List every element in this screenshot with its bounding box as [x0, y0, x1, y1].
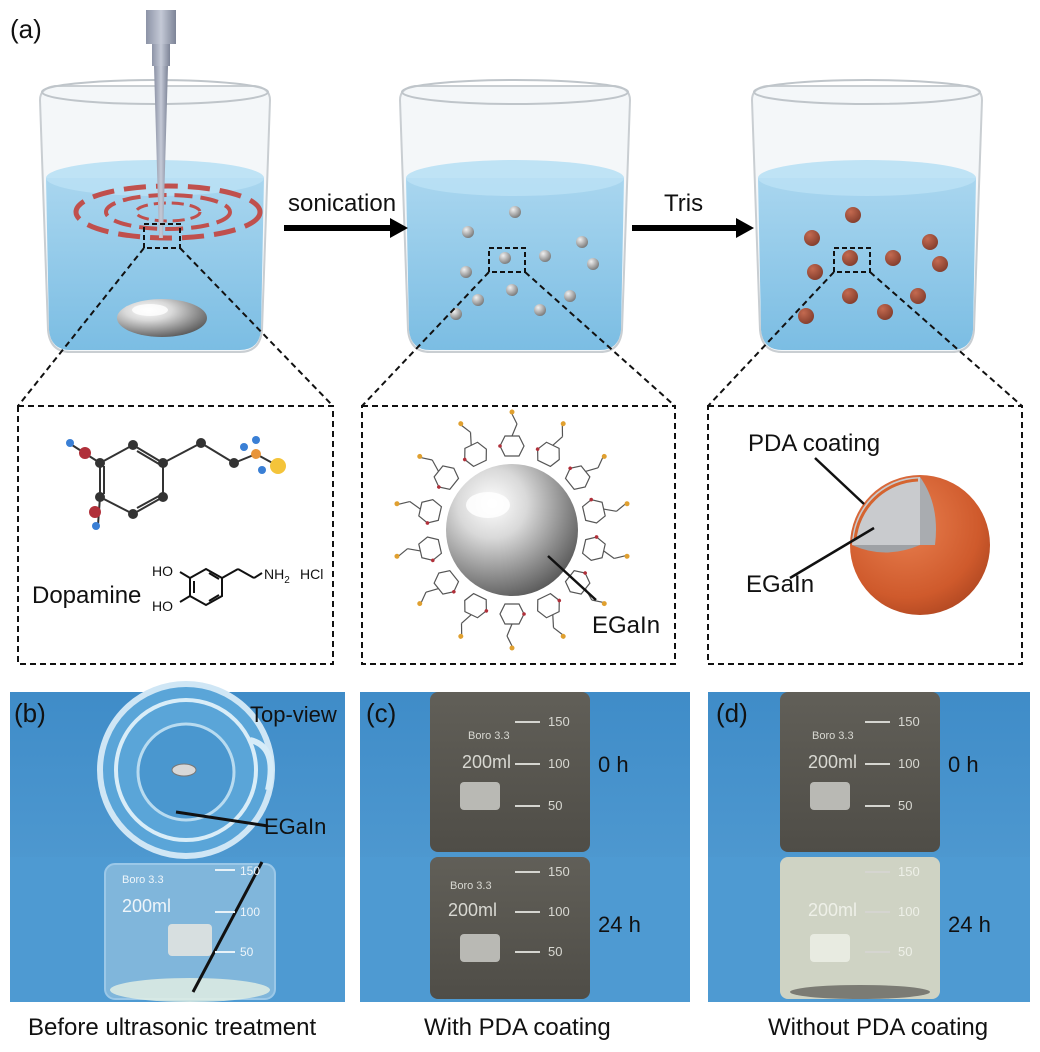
egain-label-photo: EGaIn [264, 814, 327, 839]
beaker-d-volume-top: 200ml [808, 752, 858, 772]
beaker-d-mark-100-bottom: 100 [898, 904, 920, 919]
photo-d [708, 692, 1030, 1002]
dopamine-structural-formula [179, 567, 263, 607]
beaker-2 [398, 79, 632, 353]
beaker-d-mark-150-bottom: 150 [898, 864, 920, 879]
ligand-molecule [394, 536, 443, 563]
beaker-c-boro-bottom: Boro 3.3 [450, 880, 492, 892]
caption-d: Without PDA coating [768, 1014, 989, 1041]
dopamine-label: Dopamine [32, 582, 142, 609]
egain-nanodroplets [450, 206, 599, 320]
photo-c [360, 692, 690, 1002]
beaker-b-mark-50: 50 [240, 945, 254, 959]
ligand-molecule [564, 453, 607, 490]
beaker-d-mark-50-top: 50 [898, 798, 913, 813]
time-label-c-top: 0 h [598, 752, 629, 777]
formula-hcl: HCl [300, 566, 324, 582]
ligand-molecule [537, 592, 566, 639]
sonication-label: sonication [288, 190, 397, 217]
pda-coating-label: PDA coating [748, 430, 881, 457]
beaker-b-mark-100: 100 [240, 905, 261, 919]
tris-arrow [632, 218, 754, 238]
pda-coating-pointer [814, 457, 865, 505]
time-label-c-bottom: 24 h [598, 912, 641, 937]
panel-label-d: (d) [716, 698, 748, 728]
ligand-molecule [394, 498, 443, 525]
formula-ho-top: HO [152, 563, 173, 579]
beaker-b-volume: 200ml [122, 896, 172, 916]
ligand-molecule [417, 570, 460, 607]
beaker-c-mark-100-top: 100 [548, 756, 570, 771]
photo-b [10, 681, 345, 1002]
beaker-c-mark-50-top: 50 [548, 798, 563, 813]
beaker-c-boro-top: Boro 3.3 [468, 730, 510, 742]
beaker-c-mark-150-top: 150 [548, 714, 570, 729]
zoom-lines [17, 247, 1023, 407]
inset-box-dopamine [17, 405, 334, 665]
egain-label-mid: EGaIn [592, 612, 661, 639]
beaker-c-mark-100-bottom: 100 [548, 904, 570, 919]
time-label-d-top: 0 h [948, 752, 979, 777]
panel-label-c: (c) [366, 698, 397, 728]
beaker-1 [38, 10, 272, 353]
egain-sphere-with-ligands [394, 409, 630, 651]
beaker-b-mark-150: 150 [240, 864, 261, 878]
ligand-molecule [458, 421, 487, 468]
beaker-c-volume-bottom: 200ml [448, 900, 498, 920]
pda-coated-sphere [850, 475, 990, 615]
ligand-molecule [581, 497, 630, 524]
formula-ho-bottom: HO [152, 598, 173, 614]
panel-label-b: (b) [14, 698, 46, 728]
dopamine-molecule-model [66, 436, 286, 530]
pda-coated-droplets [798, 207, 948, 324]
egain-core-sphere [446, 464, 578, 596]
beaker-3 [750, 79, 984, 353]
beaker-d-mark-150-top: 150 [898, 714, 920, 729]
caption-b: Before ultrasonic treatment [28, 1014, 317, 1041]
ligand-molecule [458, 592, 489, 639]
ligand-molecule [499, 603, 526, 651]
formula-nh2: NH2 [264, 566, 290, 586]
egain-label-right: EGaIn [746, 571, 815, 598]
caption-c: With PDA coating [424, 1014, 611, 1041]
beaker-c-mark-50-bottom: 50 [548, 944, 563, 959]
ligand-molecule [581, 535, 630, 562]
ligand-molecule [498, 409, 525, 457]
ligand-molecule [564, 570, 607, 607]
ligand-molecule [535, 421, 566, 468]
tris-label: Tris [664, 190, 704, 217]
time-label-d-bottom: 24 h [948, 912, 991, 937]
egain-pointer-mid [547, 555, 597, 601]
ligand-molecule [417, 453, 460, 490]
panel-label-a: (a) [10, 14, 42, 44]
beaker-d-mark-50-bottom: 50 [898, 944, 913, 959]
egain-pointer-right [789, 526, 875, 580]
beaker-d-mark-100-top: 100 [898, 756, 920, 771]
beaker-b-boro: Boro 3.3 [122, 874, 164, 886]
beaker-d-volume-bottom: 200ml [808, 900, 858, 920]
beaker-d-boro-top: Boro 3.3 [812, 730, 854, 742]
topview-label: Top-view [250, 702, 337, 727]
sonication-arrow [284, 218, 408, 238]
beaker-c-mark-150-bottom: 150 [548, 864, 570, 879]
beaker-c-volume-top: 200ml [462, 752, 512, 772]
